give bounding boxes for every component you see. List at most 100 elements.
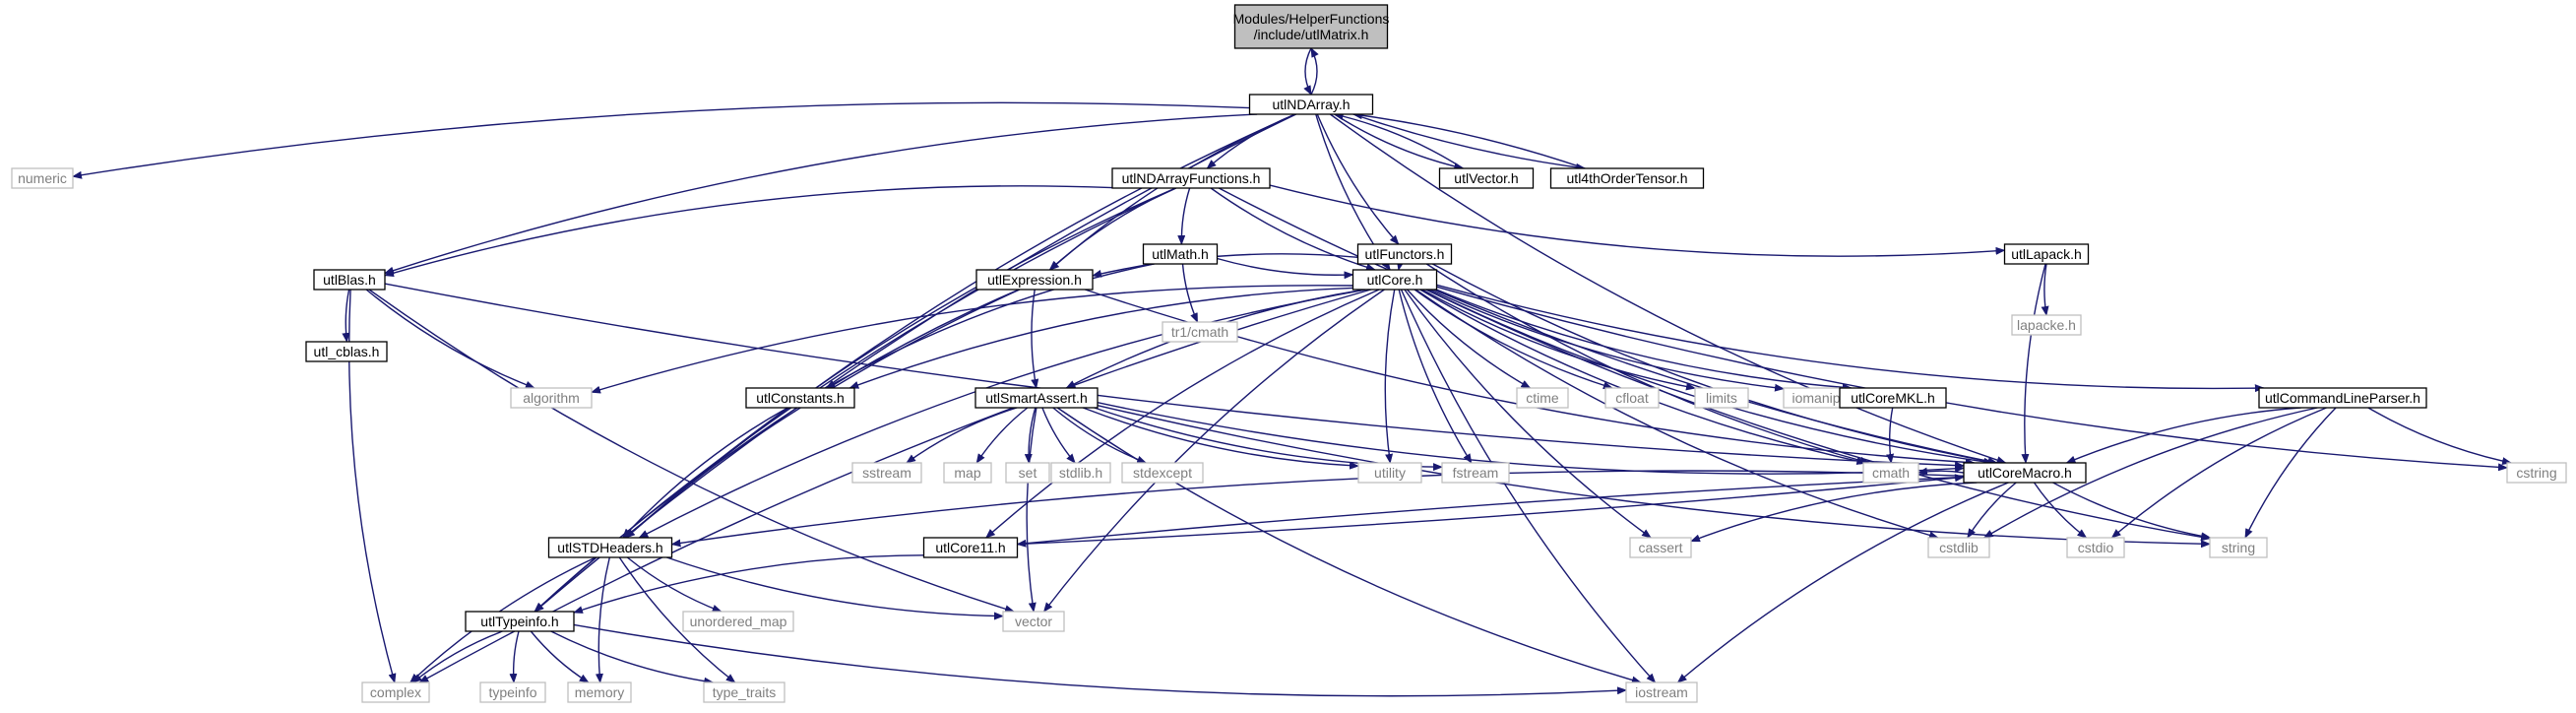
node-type_traits: type_traits [703,681,785,703]
node-utlLapack[interactable]: utlLapack.h [2003,243,2090,265]
node-label: ctime [1526,390,1559,406]
node-box [974,387,1099,409]
node-box [510,387,593,409]
edge-utlSmartAssert-to-iostream [1056,407,1642,684]
edge-utlSmartAssert-to-stdlib [1041,407,1076,464]
node-utlExpression[interactable]: utlExpression.h [975,269,1094,291]
node-box [682,611,794,632]
edge-utlMatrix-to-utlNDArray [1303,47,1312,96]
node-label: stdexcept [1133,465,1192,481]
node-memory: memory [567,681,632,703]
node-label-line: Modules/HelperFunctions [1233,11,1390,27]
node-utlCore[interactable]: utlCore.h [1351,269,1438,291]
node-utlFunctors[interactable]: utlFunctors.h [1356,243,1453,265]
node-label: utlLapack.h [2011,246,2082,262]
node-utlBlas[interactable]: utlBlas.h [313,269,386,291]
edge-utlNDArray-to-utlFunctors [1316,113,1400,245]
node-box [11,167,74,189]
node-box [922,537,1019,558]
node-label: utlCore11.h [935,540,1005,555]
edge-utlBlas-to-algorithm [365,289,535,389]
edge-utlFunctors-to-utlCore [1396,260,1405,271]
node-utlCore11[interactable]: utlCore11.h [922,537,1019,558]
edge-utlCore-to-cstring [1436,286,2508,472]
node-box [1862,462,1919,484]
node-unordered_map: unordered_map [682,611,794,632]
node-label: utlSmartAssert.h [985,390,1087,406]
node-utlVector[interactable]: utlVector.h [1438,167,1535,189]
edge-utlSTDHeaders-to-vector [666,556,1004,620]
edge-utlCore-to-utlConstants [848,287,1353,389]
node-tr1cmath: tr1/cmath [1162,321,1238,343]
edge-utlCore11-to-utlTypeinfo [573,554,924,614]
edge-utlMath-to-tr1cmath [1181,263,1199,323]
node-utlNDArray[interactable]: utlNDArray.h [1248,94,1374,115]
node-box [1516,387,1569,409]
node-box [479,681,546,703]
node-typeinfo: typeinfo [479,681,546,703]
node-stdexcept: stdexcept [1121,462,1204,484]
node-fstream: fstream [1441,462,1510,484]
node-complex: complex [361,681,430,703]
edge-utlCore-to-vector [1042,289,1385,613]
edge-utlCore-to-algorithm [591,285,1353,394]
node-label: utlCoreMacro.h [1978,465,2072,481]
node-box [305,341,388,362]
node-utlCommandLineParser[interactable]: utlCommandLineParser.h [2258,387,2427,409]
node-box [1549,167,1705,189]
node-box [1233,4,1389,49]
edge-utlCore-to-ctime [1406,289,1532,389]
edge-utlNDArray-to-utlMatrix [1310,47,1319,96]
edge-utlCommandLineParser-to-string [2244,407,2337,539]
node-box [361,681,430,703]
node-label: utlTypeinfo.h [480,614,558,629]
node-box [943,462,992,484]
node-utlCoreMKL[interactable]: utlCoreMKL.h [1839,387,1947,409]
edge-utl4thOrderTensor-to-utlNDArray [1351,111,1586,169]
node-utlcblas[interactable]: utl_cblas.h [305,341,388,362]
edge-utlLapack-to-utlCoreMacro [2021,263,2046,464]
edge-utlNDArray-to-numeric [72,101,1250,179]
node-label: vector [1015,614,1052,629]
edge-utlCoreMacro-to-cstdlib [1967,482,2017,539]
node-box [547,537,673,558]
edge-utlSTDHeaders-to-type_traits [618,556,736,683]
edge-utlNDArrayFunctions-to-utlSTDHeaders [624,187,1176,539]
edge-utlCoreMacro-to-utlCore11 [1016,476,1965,548]
node-label: utlCoreMKL.h [1851,390,1935,406]
node-ctime: ctime [1516,387,1569,409]
node-utlSTDHeaders[interactable]: utlSTDHeaders.h [547,537,673,558]
node-label: fstream [1453,465,1499,481]
node-box [1248,94,1374,115]
edge-utlTypeinfo-to-iostream [573,623,1627,697]
node-limits: limits [1694,387,1749,409]
node-utlSmartAssert[interactable]: utlSmartAssert.h [974,387,1099,409]
node-utl4thOrderTensor[interactable]: utl4thOrderTensor.h [1549,167,1705,189]
edge-utlTypeinfo-to-type_traits [550,630,715,685]
node-label: iostream [1635,684,1688,700]
edge-utlCore-to-iomanip [1429,289,1785,392]
node-utlCoreMacro[interactable]: utlCoreMacro.h [1963,462,2087,484]
node-label: complex [370,684,421,700]
edge-utlCore-to-cstdlib [1414,289,1939,540]
node-label: cfloat [1615,390,1649,406]
edge-utlNDArray-to-utl4thOrderTensor [1352,113,1587,171]
edge-utlCoreMKL-to-cmath [1886,407,1895,464]
node-utlMath[interactable]: utlMath.h [1142,243,1219,265]
node-label: map [954,465,980,481]
node-label-line: /include/utlMatrix.h [1254,27,1369,42]
edge-utlCoreMacro-to-cassert [1690,482,1978,543]
node-utlTypeinfo[interactable]: utlTypeinfo.h [465,611,575,632]
node-algorithm: algorithm [510,387,593,409]
node-label: memory [575,684,625,700]
edge-utlSTDHeaders-to-memory [595,556,610,683]
node-box [1002,611,1065,632]
edge-utlCore-to-utlCoreMKL [1435,289,1853,392]
edge-utlCore-to-utility [1384,289,1396,464]
node-utlNDArrayFunctions[interactable]: utlNDArrayFunctions.h [1111,167,1271,189]
node-utlConstants[interactable]: utlConstants.h [745,387,855,409]
node-box [1357,462,1422,484]
node-sstream: sstream [851,462,922,484]
edge-utlCore-to-limits [1421,289,1696,391]
